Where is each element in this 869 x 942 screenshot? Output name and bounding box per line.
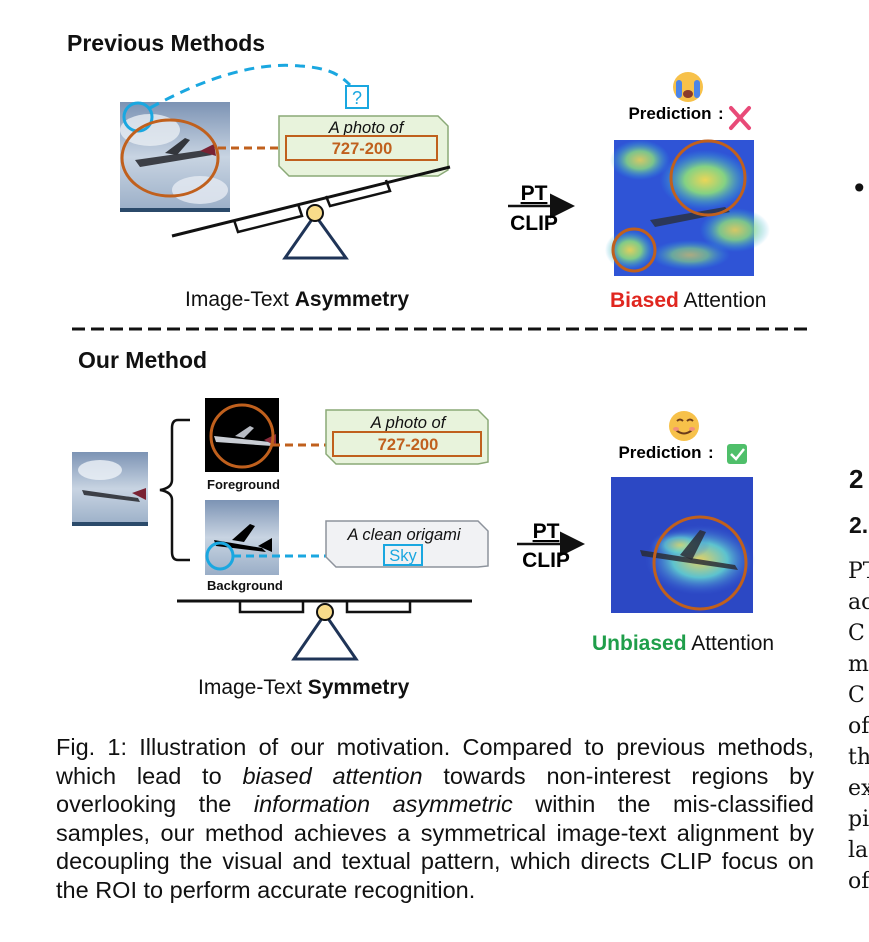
fg-prompt-box (325, 409, 489, 465)
right-line: th (848, 745, 869, 770)
symmetry-label: Image-Text Symmetry (198, 676, 409, 700)
background-image (205, 500, 279, 575)
unbiased-word: Unbiased (592, 632, 687, 655)
previous-methods-heading: Previous Methods (67, 30, 266, 56)
level-balance (177, 599, 472, 661)
question-mark: ? (352, 88, 362, 108)
class-name-box (285, 135, 438, 161)
foreground-label: Foreground (207, 477, 280, 492)
unbiased-focus-circle (652, 515, 748, 611)
right-line: of (848, 869, 869, 894)
biased-focus-circle-2 (611, 227, 657, 273)
background-label: Background (207, 578, 283, 593)
cyan-dashed-link (149, 63, 352, 110)
tilted-balance (171, 165, 451, 260)
check-icon (727, 444, 747, 464)
biased-attention-label: Biased Attention (610, 289, 766, 313)
arrow-label-pt: PT (521, 182, 548, 205)
foreground-circle (209, 403, 275, 469)
right-line: of (848, 714, 869, 739)
right-line: pi (848, 807, 869, 832)
right-line: m (848, 652, 869, 677)
asymmetry-bold: Asymmetry (294, 288, 410, 311)
unbiased-rest: Attention (686, 632, 775, 655)
caption-em-1: biased attention (242, 762, 423, 789)
crying-face-icon (673, 72, 703, 102)
arrow-label-clip: CLIP (510, 212, 558, 235)
right-text-column: PT ac C m C of th ex pi la of (848, 556, 869, 897)
right-line: C (848, 621, 865, 646)
biased-rest: Attention (678, 289, 767, 312)
right-line: la (848, 838, 869, 863)
section-number: 2 (849, 464, 864, 494)
arrow-label-clip-2: CLIP (522, 549, 570, 572)
biased-word: Biased (610, 289, 679, 312)
fg-class-box (332, 431, 482, 457)
input-image-airplane-ours (72, 452, 148, 526)
right-line: ac (848, 590, 869, 615)
bg-class-box (383, 544, 423, 566)
object-region-ellipse (120, 118, 220, 198)
bg-class-text: Sky (389, 547, 417, 565)
cross-icon (729, 106, 751, 130)
caption-mid: towards non-interest regions by overlook… (56, 762, 814, 818)
right-line: PT (848, 559, 869, 584)
figure-caption: Fig. 1: Illustration of our motivation. … (56, 733, 814, 904)
right-line: C (848, 683, 865, 708)
prediction-sep-top: : (718, 104, 724, 123)
unbiased-attention-label: Unbiased Attention (592, 632, 774, 656)
split-brace (159, 418, 190, 562)
caption-prefix: Fig. 1: Illustration of our motivation. … (56, 734, 814, 789)
prediction-sep-bottom: : (708, 443, 714, 462)
smiling-face-icon (669, 411, 699, 441)
bg-prompt-text: A clean origami (346, 526, 461, 544)
caption-em-2: information asymmetric (253, 791, 513, 817)
asymmetry-prefix: Image-Text (185, 288, 295, 311)
fg-prompt-text: A photo of (370, 414, 448, 432)
caption-rest: within the mis-classified samples, our m… (56, 791, 814, 903)
right-line: ex (848, 776, 869, 801)
unbiased-attention-heatmap (611, 477, 755, 613)
right-bullet: • (851, 172, 868, 205)
symmetry-bold: Symmetry (307, 676, 410, 699)
asymmetry-label: Image-Text Asymmetry (185, 288, 409, 312)
prediction-label-bottom: Prediction (618, 443, 701, 462)
subsection-number: 2. (849, 512, 869, 538)
fg-class-text: 727-200 (378, 436, 439, 454)
foreground-image (205, 398, 279, 472)
biased-focus-circle-1 (669, 139, 747, 217)
class-name-text: 727-200 (332, 140, 393, 158)
symmetry-prefix: Image-Text (198, 676, 308, 699)
question-box (345, 85, 369, 109)
prediction-label-top: Prediction (628, 104, 711, 123)
our-method-heading: Our Method (78, 347, 208, 373)
arrow-label-pt-2: PT (533, 520, 560, 543)
prompt-text: A photo of (328, 119, 406, 137)
